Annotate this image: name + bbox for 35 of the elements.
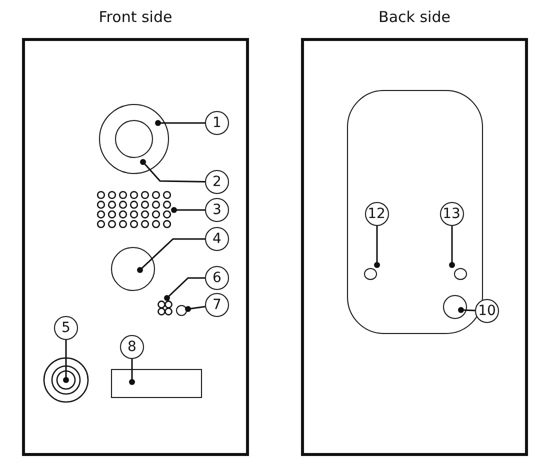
leader-line — [449, 226, 455, 268]
leader-line — [137, 238, 205, 273]
leader-line — [155, 120, 205, 126]
callout-number: 5 — [54, 316, 78, 340]
callout-number: 13 — [440, 202, 464, 226]
leader-line — [129, 359, 135, 385]
callout-number: 8 — [120, 335, 144, 359]
leader-line — [140, 159, 206, 183]
speaker-grille — [97, 190, 171, 229]
callout-number: 12 — [364, 202, 388, 226]
label-window — [111, 369, 202, 398]
callout-number: 4 — [205, 227, 229, 251]
leader-line — [63, 340, 69, 383]
leader-line — [171, 207, 205, 213]
leader-line — [374, 226, 380, 268]
callout-number: 2 — [205, 170, 229, 194]
lens-circle — [114, 120, 152, 158]
indicator-circle — [176, 305, 187, 316]
panel-title: Front side — [98, 8, 174, 26]
callout-number: 3 — [205, 198, 229, 222]
leader-line — [164, 277, 205, 301]
callout-number: 7 — [205, 293, 229, 317]
screw-hole — [364, 268, 376, 280]
panel-title: Back side — [378, 8, 452, 26]
screw-hole — [454, 268, 466, 280]
leader-line — [458, 307, 476, 313]
leader-line — [185, 306, 206, 312]
callout-number: 6 — [205, 266, 229, 290]
hole-cluster — [157, 300, 173, 316]
round-opening — [442, 294, 466, 318]
lens-ring — [99, 104, 169, 174]
round-button — [111, 247, 155, 291]
callout-number: 10 — [475, 299, 499, 323]
concentric-button — [43, 357, 89, 403]
callout-number: 1 — [205, 111, 229, 135]
